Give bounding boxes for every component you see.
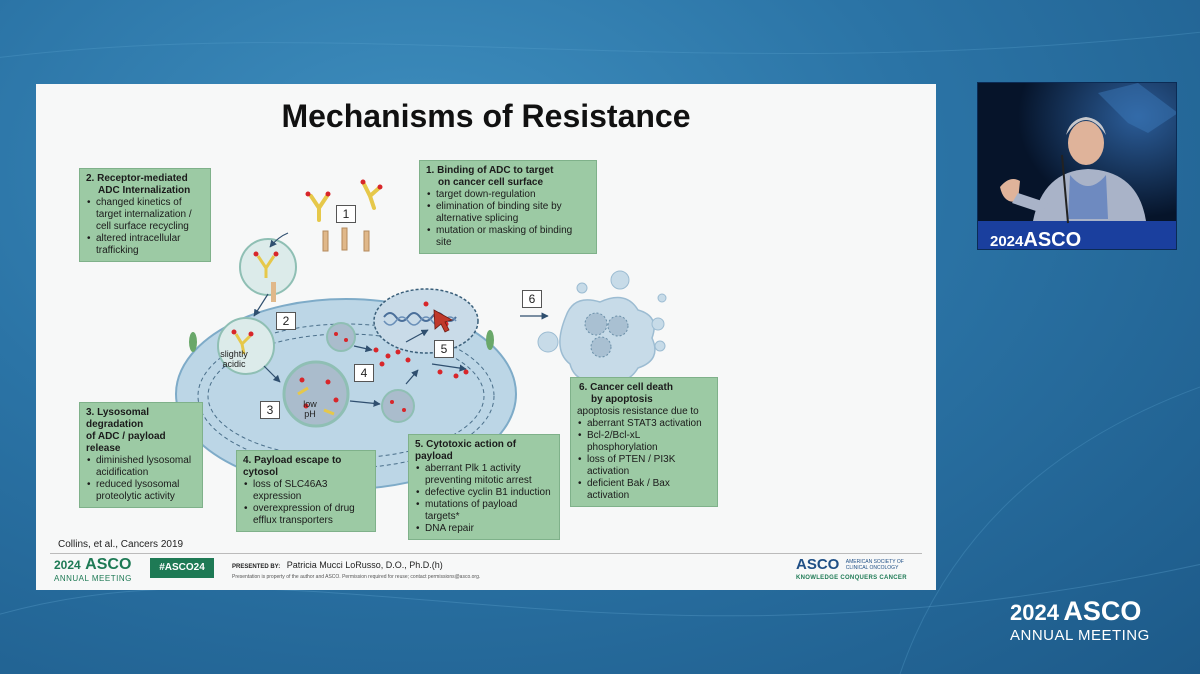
speaker-video bbox=[978, 83, 1176, 249]
list-item: overexpression of drug efflux transporte… bbox=[243, 503, 369, 527]
list-item: defective cyclin B1 induction bbox=[415, 487, 553, 499]
lysosome bbox=[282, 360, 350, 428]
step-number-4: 4 bbox=[354, 364, 374, 382]
mechanism-diagram bbox=[175, 179, 667, 490]
efflux-pump-left bbox=[189, 332, 197, 352]
note-receptor-internalization: 2. Receptor-mediated ADC Internalization… bbox=[79, 168, 211, 262]
list-item: aberrant Plk 1 activity preventing mitot… bbox=[415, 463, 553, 487]
step-number-3: 3 bbox=[260, 401, 280, 419]
step-number-1: 1 bbox=[336, 205, 356, 223]
step-number-2: 2 bbox=[276, 312, 296, 330]
surface-receptors bbox=[322, 227, 370, 252]
hashtag-badge: #ASCO24 bbox=[150, 558, 214, 578]
step-number-5: 5 bbox=[434, 340, 454, 358]
footer-divider bbox=[50, 553, 922, 554]
step-number-6: 6 bbox=[522, 290, 542, 308]
list-item: loss of PTEN / PI3K activation bbox=[577, 454, 711, 478]
list-item: altered intracellular trafficking bbox=[86, 233, 204, 257]
label-low-ph: low pH bbox=[303, 399, 317, 419]
adc-payloads bbox=[305, 179, 383, 197]
corner-asco-logo: 2024 ASCO ANNUAL MEETING bbox=[1010, 596, 1150, 644]
pointer-cursor bbox=[433, 309, 454, 333]
list-item: elimination of binding site by alternati… bbox=[426, 201, 590, 225]
webcam-asco-logo: 2024ASCO bbox=[990, 229, 1082, 250]
efflux-pump-right bbox=[486, 330, 494, 350]
vesicle-lower bbox=[381, 389, 415, 423]
note-cytotoxic-action: 5. Cytotoxic action of payload aberrant … bbox=[408, 434, 560, 540]
label-slightly-acidic: slightly acidic bbox=[220, 349, 248, 369]
list-item: loss of SLC46A3 expression bbox=[243, 479, 369, 503]
vesicle-upper bbox=[326, 322, 356, 352]
list-item: deficient Bak / Bax activation bbox=[577, 478, 711, 502]
list-item: mutation or masking of binding site bbox=[426, 225, 590, 249]
disclaimer: Presentation is property of the author a… bbox=[232, 574, 481, 580]
asco-annual-meeting-logo: 2024 ASCO ANNUAL MEETING bbox=[54, 556, 132, 583]
list-item: target down-regulation bbox=[426, 189, 590, 201]
presentation-slide: Mechanisms of Resistance bbox=[36, 84, 936, 590]
presenter-line: PRESENTED BY: Patricia Mucci LoRusso, D.… bbox=[232, 560, 443, 570]
list-item: changed kinetics of target internalizati… bbox=[86, 197, 204, 233]
asco-society-logo: ASCO AMERICAN SOCIETY OF CLINICAL ONCOLO… bbox=[796, 556, 907, 581]
list-item: reduced lysosomal proteolytic activity bbox=[86, 479, 196, 503]
apoptotic-bodies bbox=[537, 270, 667, 353]
adc-antibodies bbox=[309, 182, 381, 222]
note-cancer-cell-death: 6. Cancer cell death by apoptosis apopto… bbox=[570, 377, 718, 507]
speaker-webcam: 2024ASCO bbox=[977, 82, 1177, 250]
list-item: diminished lysosomal acidification bbox=[86, 455, 196, 479]
list-item: mutations of payload targets* bbox=[415, 499, 553, 523]
slide-title: Mechanisms of Resistance bbox=[281, 98, 691, 134]
note-payload-escape: 4. Payload escape to cytosol loss of SLC… bbox=[236, 450, 376, 532]
note-binding-of-adc: 1. Binding of ADC to target on cancer ce… bbox=[419, 160, 597, 254]
list-item: aberrant STAT3 activation bbox=[577, 418, 711, 430]
list-item: Bcl-2/Bcl-xL phosphorylation bbox=[577, 430, 711, 454]
citation: Collins, et al., Cancers 2019 bbox=[58, 539, 184, 550]
note-lysosomal-degradation: 3. Lysosomal degradation of ADC / payloa… bbox=[79, 402, 203, 508]
list-item: DNA repair bbox=[415, 523, 553, 535]
